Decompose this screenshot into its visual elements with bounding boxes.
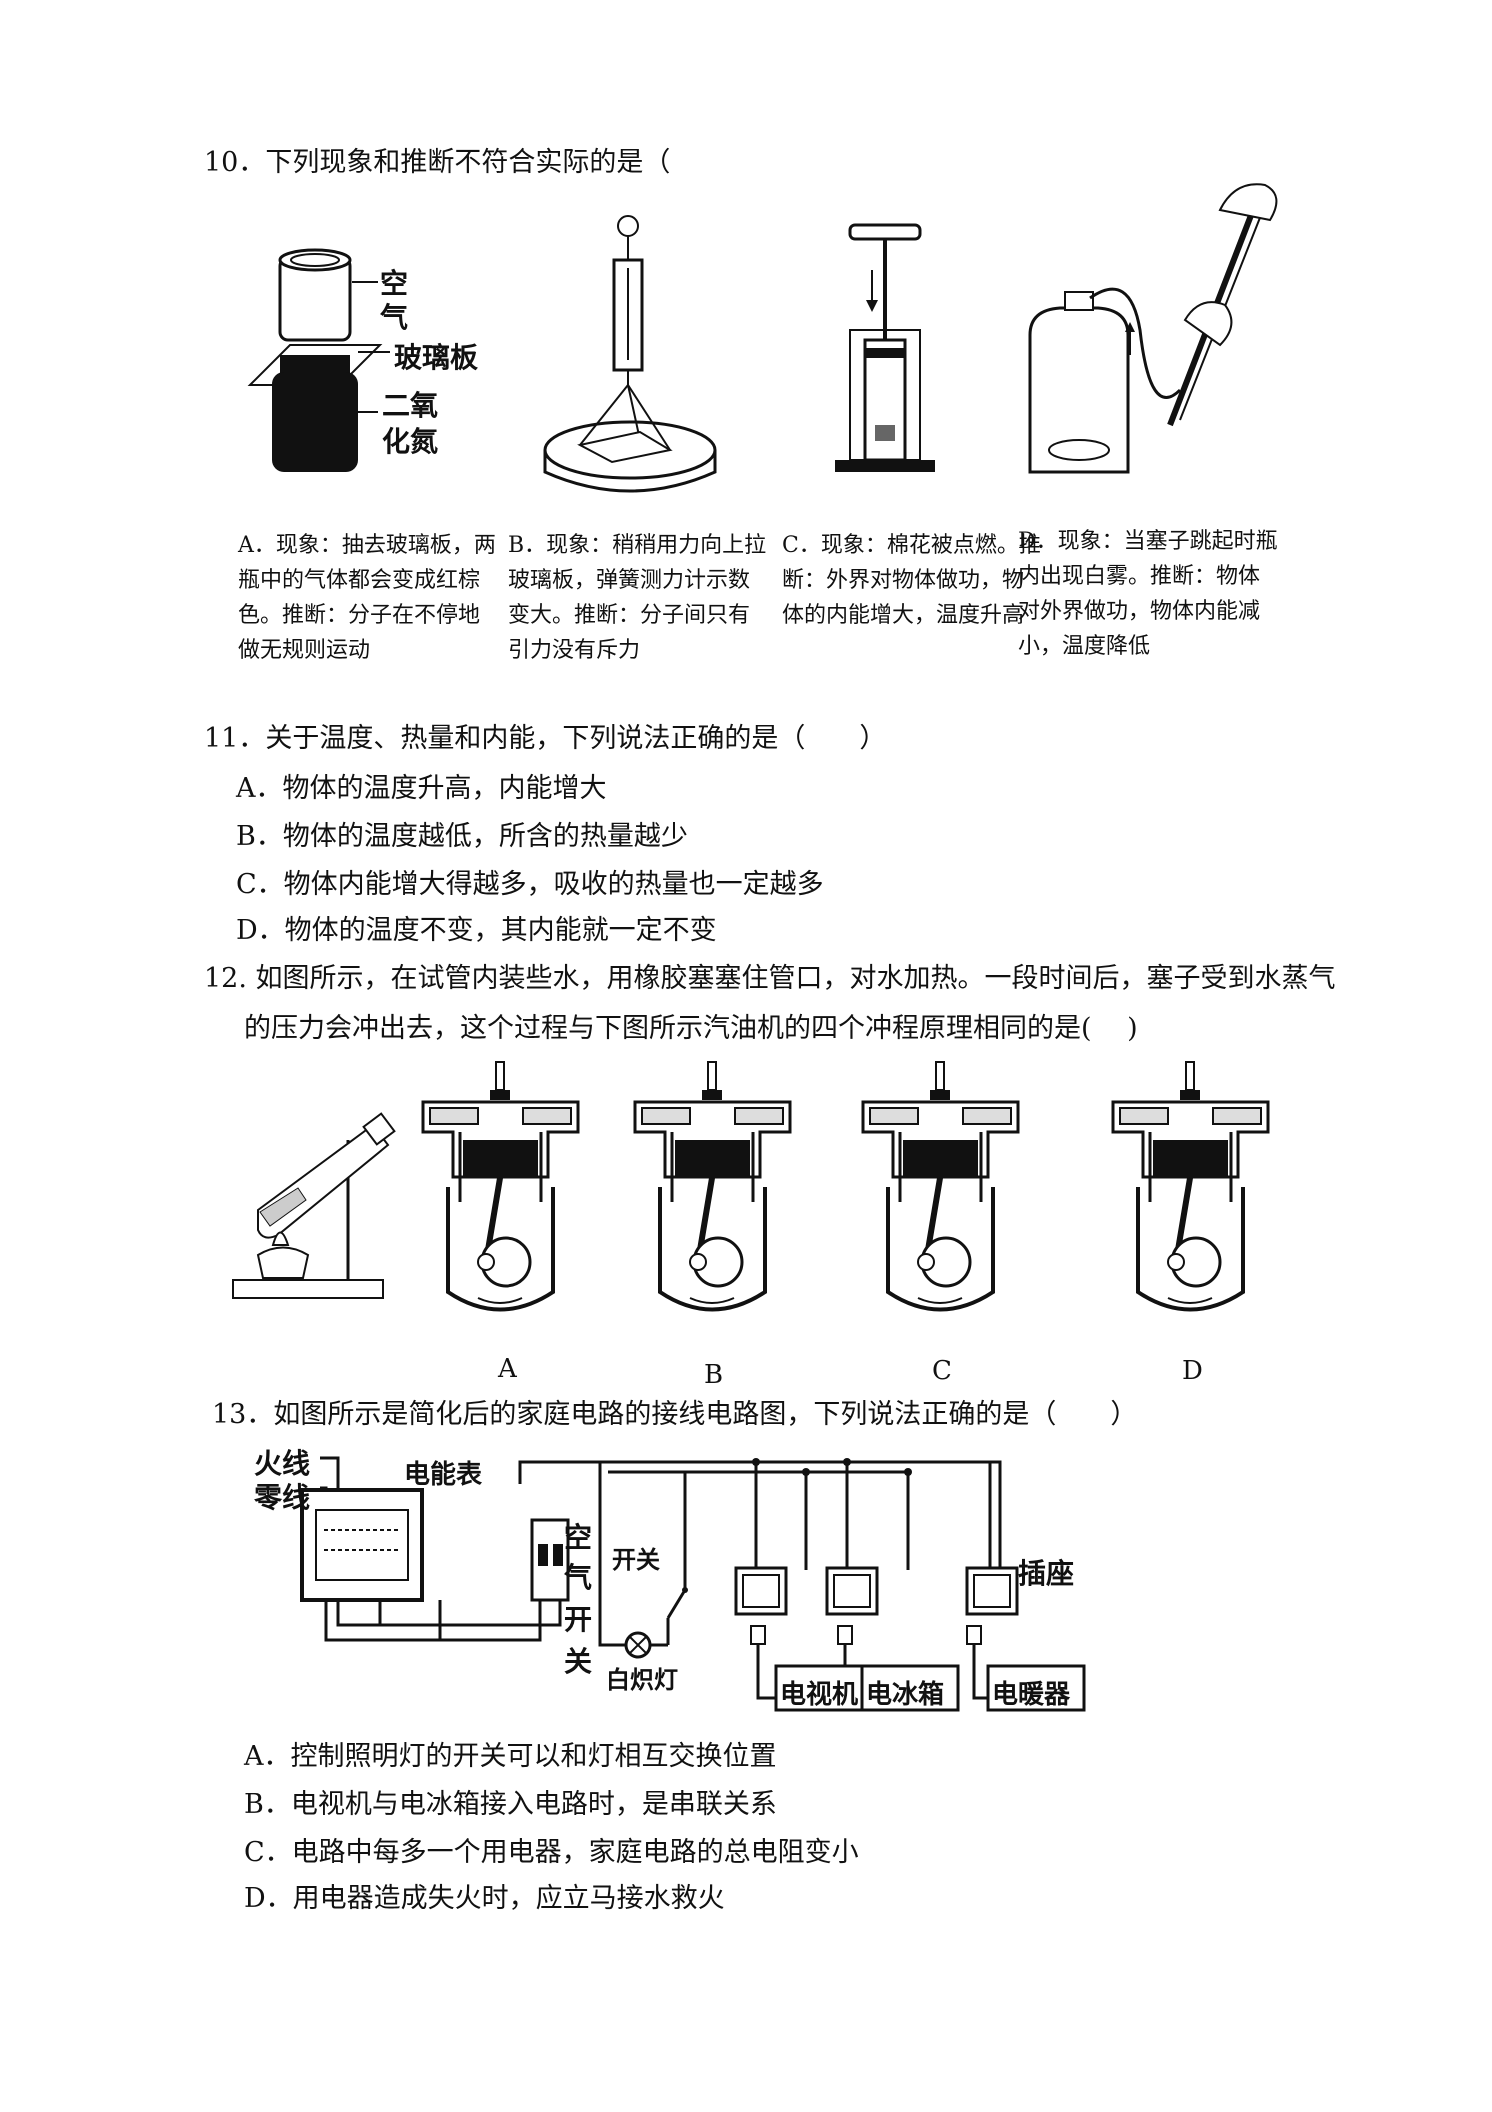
label-breaker-1: 空 (564, 1521, 593, 1554)
q13-option-c: C．电路中每多一个用电器，家庭电路的总电阻变小 (244, 1837, 859, 1868)
q13-option-b: B．电视机与电冰箱接入电路时，是串联关系 (244, 1789, 777, 1820)
label-no2-1: 二氧 (382, 389, 439, 422)
q10-figure-b (540, 210, 740, 500)
q11-option-d: D．物体的温度不变，其内能就一定不变 (236, 915, 717, 946)
q10-option-a: A．现象：抽去玻璃板，两瓶中的气体都会变成红棕色。推断：分子在不停地做无规则运动 (238, 533, 496, 663)
gas-jars-figure (247, 248, 390, 472)
q10-figure-a (240, 240, 490, 480)
q13-option-a: A．控制照明灯的开关可以和灯相互交换位置 (244, 1741, 777, 1772)
label-tv: 电视机 (780, 1680, 859, 1710)
engine-c (858, 1061, 1028, 1322)
engine-label-c: C (932, 1356, 952, 1386)
q11-stem: 11．关于温度、热量和内能，下列说法正确的是（ ） (204, 723, 887, 754)
engine-a-diagram (421, 1061, 580, 1312)
q10-option-b: B．现象：稍稍用力向上拉玻璃板，弹簧测力计示数变大。推断：分子间只有引力没有斥力 (508, 533, 767, 663)
engine-b (630, 1061, 800, 1322)
engine-d-diagram (1111, 1061, 1270, 1312)
engine-d (1108, 1061, 1278, 1322)
label-breaker-2: 气 (564, 1561, 593, 1594)
q11-option-c: C．物体内能增大得越多，吸收的热量也一定越多 (236, 869, 824, 900)
q10-figure-d (1020, 180, 1280, 490)
label-heater: 电暖器 (992, 1680, 1071, 1710)
label-meter: 电能表 (404, 1460, 483, 1490)
label-lamp: 白炽灯 (606, 1666, 678, 1694)
q13-stem: 13．如图所示是简化后的家庭电路的接线电路图，下列说法正确的是（ ） (212, 1399, 1138, 1430)
spring-balance-figure (543, 215, 717, 493)
label-switch: 开关 (612, 1546, 660, 1574)
q11-option-b: B．物体的温度越低，所含的热量越少 (236, 821, 688, 852)
engine-a (418, 1061, 588, 1322)
label-socket: 插座 (1018, 1557, 1075, 1590)
engine-b-diagram (633, 1061, 792, 1312)
label-breaker-3: 开 (564, 1603, 593, 1636)
label-fridge: 电冰箱 (866, 1680, 945, 1710)
label-air-2: 气 (380, 301, 409, 334)
label-glass-plate: 玻璃板 (394, 341, 479, 374)
piston-cylinder-figure (835, 223, 935, 472)
q10-option-d: D．现象：当塞子跳起时瓶内出现白雾。推断：物体对外界做功，物体内能减小，温度降低 (1018, 529, 1278, 659)
q12-stem-line2: 的压力会冲出去，这个过程与下图所示汽油机的四个冲程原理相同的是( ) (244, 1013, 1138, 1044)
engine-label-b: B (704, 1360, 724, 1390)
household-circuit-diagram (240, 1440, 1100, 1720)
q11-option-a: A．物体的温度升高，内能增大 (236, 773, 607, 804)
engine-c-diagram (861, 1061, 1020, 1312)
circuit-wires (300, 1456, 1086, 1712)
label-neutral-wire: 零线 (254, 1481, 311, 1514)
q13-option-d: D．用电器造成失火时，应立马接水救火 (244, 1883, 725, 1914)
q12-stem-line1: 12. 如图所示，在试管内装些水，用橡胶塞塞住管口，对水加热。一段时间后，塞子受… (204, 963, 1336, 994)
label-live-wire: 火线 (254, 1447, 311, 1480)
test-tube-heating-figure (232, 1112, 396, 1299)
label-breaker-4: 关 (564, 1645, 593, 1678)
engine-label-d: D (1182, 1356, 1203, 1386)
q10-figure-c (820, 220, 960, 490)
q10-option-c: C．现象：棉花被点燃。推断：外界对物体做功，物体的内能增大，温度升高 (782, 533, 1041, 628)
engine-label-a: A (498, 1354, 517, 1384)
q10-stem: 10．下列现象和推断不符合实际的是（ (204, 147, 671, 178)
label-air-1: 空 (380, 267, 409, 300)
label-no2-2: 化氮 (382, 425, 439, 458)
bottle-pump-figure (1028, 183, 1278, 474)
q12-test-tube-figure (228, 1100, 398, 1300)
